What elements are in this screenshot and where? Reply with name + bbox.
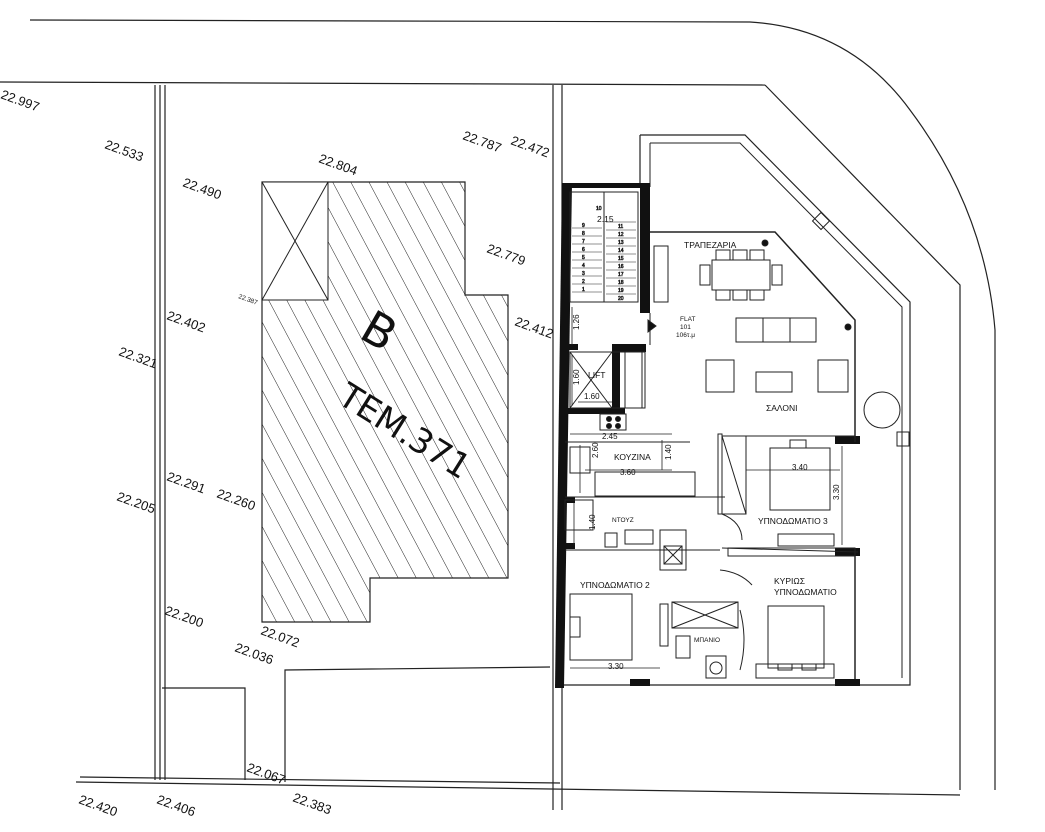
- stair-step-number: 18: [618, 280, 624, 286]
- building-outline: [555, 134, 911, 686]
- elevation-label: 22.383: [291, 790, 333, 818]
- stair-step-number: 1: [582, 287, 585, 293]
- plot-b-hatched-area: [261, 181, 509, 623]
- stair-step-number: 6: [582, 247, 585, 253]
- stair-step-number: 8: [582, 231, 585, 237]
- stair-step-number: 19: [618, 288, 624, 294]
- flat-number: 101: [680, 324, 691, 331]
- stair-step-number: 10: [596, 206, 602, 212]
- dimension-label: 2.60: [591, 442, 600, 458]
- elevation-label: 22.412: [513, 314, 555, 342]
- stair-step-number: 16: [618, 264, 624, 270]
- dimension-label: 2.45: [602, 432, 618, 441]
- elevation-label: 22.533: [103, 137, 145, 165]
- site-boundary: [0, 19, 996, 810]
- room-labels: ΤΡΑΠΕΖΑΡΙΑ ΣΑΛΟΝΙ ΚΟΥΖΙΝΑ ΝΤΟΥΖ ΥΠΝΟΔΩΜΑ…: [580, 240, 837, 644]
- dimension-lines: [570, 307, 843, 669]
- flat-label: FLAT: [680, 316, 695, 323]
- elevation-label: 22.420: [77, 792, 119, 820]
- elevation-label: 22.387: [237, 293, 258, 307]
- elevation-label: 22.260: [215, 486, 257, 514]
- elevation-label: 22.804: [317, 151, 359, 179]
- dimension-label: 1.26: [572, 314, 581, 330]
- elevation-label: 22.200: [163, 603, 205, 631]
- elevation-label: 22.205: [115, 489, 157, 517]
- room-label-lift: LIFT: [588, 370, 605, 380]
- elevation-label: 22.406: [155, 792, 197, 820]
- stair-step-number: 11: [618, 224, 623, 230]
- stair-step-number: 12: [618, 232, 624, 238]
- dimension-label: 1.40: [588, 514, 597, 530]
- room-label-bath: ΜΠΑΝΙΟ: [694, 637, 720, 644]
- stair-step-number: 14: [618, 248, 624, 254]
- elevation-label: 22.067: [245, 760, 287, 788]
- room-label-master-bedroom: ΥΠΝΟΔΩΜΑΤΙΟ: [774, 587, 837, 597]
- room-label-shower: ΝΤΟΥΖ: [612, 517, 634, 524]
- stair-step-number: 17: [618, 272, 624, 278]
- stair-step-number: 7: [582, 239, 585, 245]
- room-label-dining: ΤΡΑΠΕΖΑΡΙΑ: [684, 240, 737, 250]
- dimension-label: 3.30: [832, 484, 841, 500]
- elevation-label: 22.036: [233, 640, 275, 668]
- elevation-label: 22.072: [259, 623, 301, 651]
- room-label-bedroom-2: ΥΠΝΟΔΩΜΑΤΙΟ 2: [580, 580, 650, 590]
- dimension-label: 2.15: [597, 214, 614, 224]
- elevation-label: 22.321: [117, 344, 159, 372]
- elevation-label: 22.472: [509, 133, 551, 161]
- elevation-label: 22.402: [165, 308, 207, 336]
- stair-step-number: 15: [618, 256, 624, 262]
- elevation-label: 22.291: [165, 469, 207, 497]
- room-label-master-bedroom: ΚΥΡΙΩΣ: [774, 576, 805, 586]
- stair-step-number: 9: [582, 223, 585, 229]
- dimension-label: 3.60: [620, 468, 636, 477]
- elevation-label: 22.779: [485, 241, 527, 269]
- stair-step-number: 2: [582, 279, 585, 285]
- room-label-bedroom-3: ΥΠΝΟΔΩΜΑΤΙΟ 3: [758, 516, 828, 526]
- elevation-label: 22.490: [181, 175, 223, 203]
- dimension-label: 1.60: [584, 392, 600, 401]
- dimension-label: 1.40: [664, 444, 673, 460]
- stair-step-number: 13: [618, 240, 624, 246]
- stair-step-number: 5: [582, 255, 585, 261]
- stair-step-number: 20: [618, 296, 624, 302]
- dimension-label: 3.30: [608, 662, 624, 671]
- room-label-kitchen: ΚΟΥΖΙΝΑ: [614, 452, 651, 462]
- dimension-labels: 2.15 1.26 1.60 1.60 2.45 2.60 3.60 1.40 …: [572, 214, 841, 671]
- dimension-label: 3.40: [792, 463, 808, 472]
- room-label-living: ΣΑΛΟΝΙ: [766, 403, 798, 413]
- flat-area: 106τ.μ: [676, 332, 695, 339]
- furniture: [599, 239, 852, 431]
- stair-step-number: 4: [582, 263, 585, 269]
- elevation-label: 22.997: [0, 87, 41, 115]
- elevation-label: 22.787: [461, 128, 503, 156]
- dimension-label: 1.60: [572, 369, 581, 385]
- stair-step-number: 3: [582, 271, 585, 277]
